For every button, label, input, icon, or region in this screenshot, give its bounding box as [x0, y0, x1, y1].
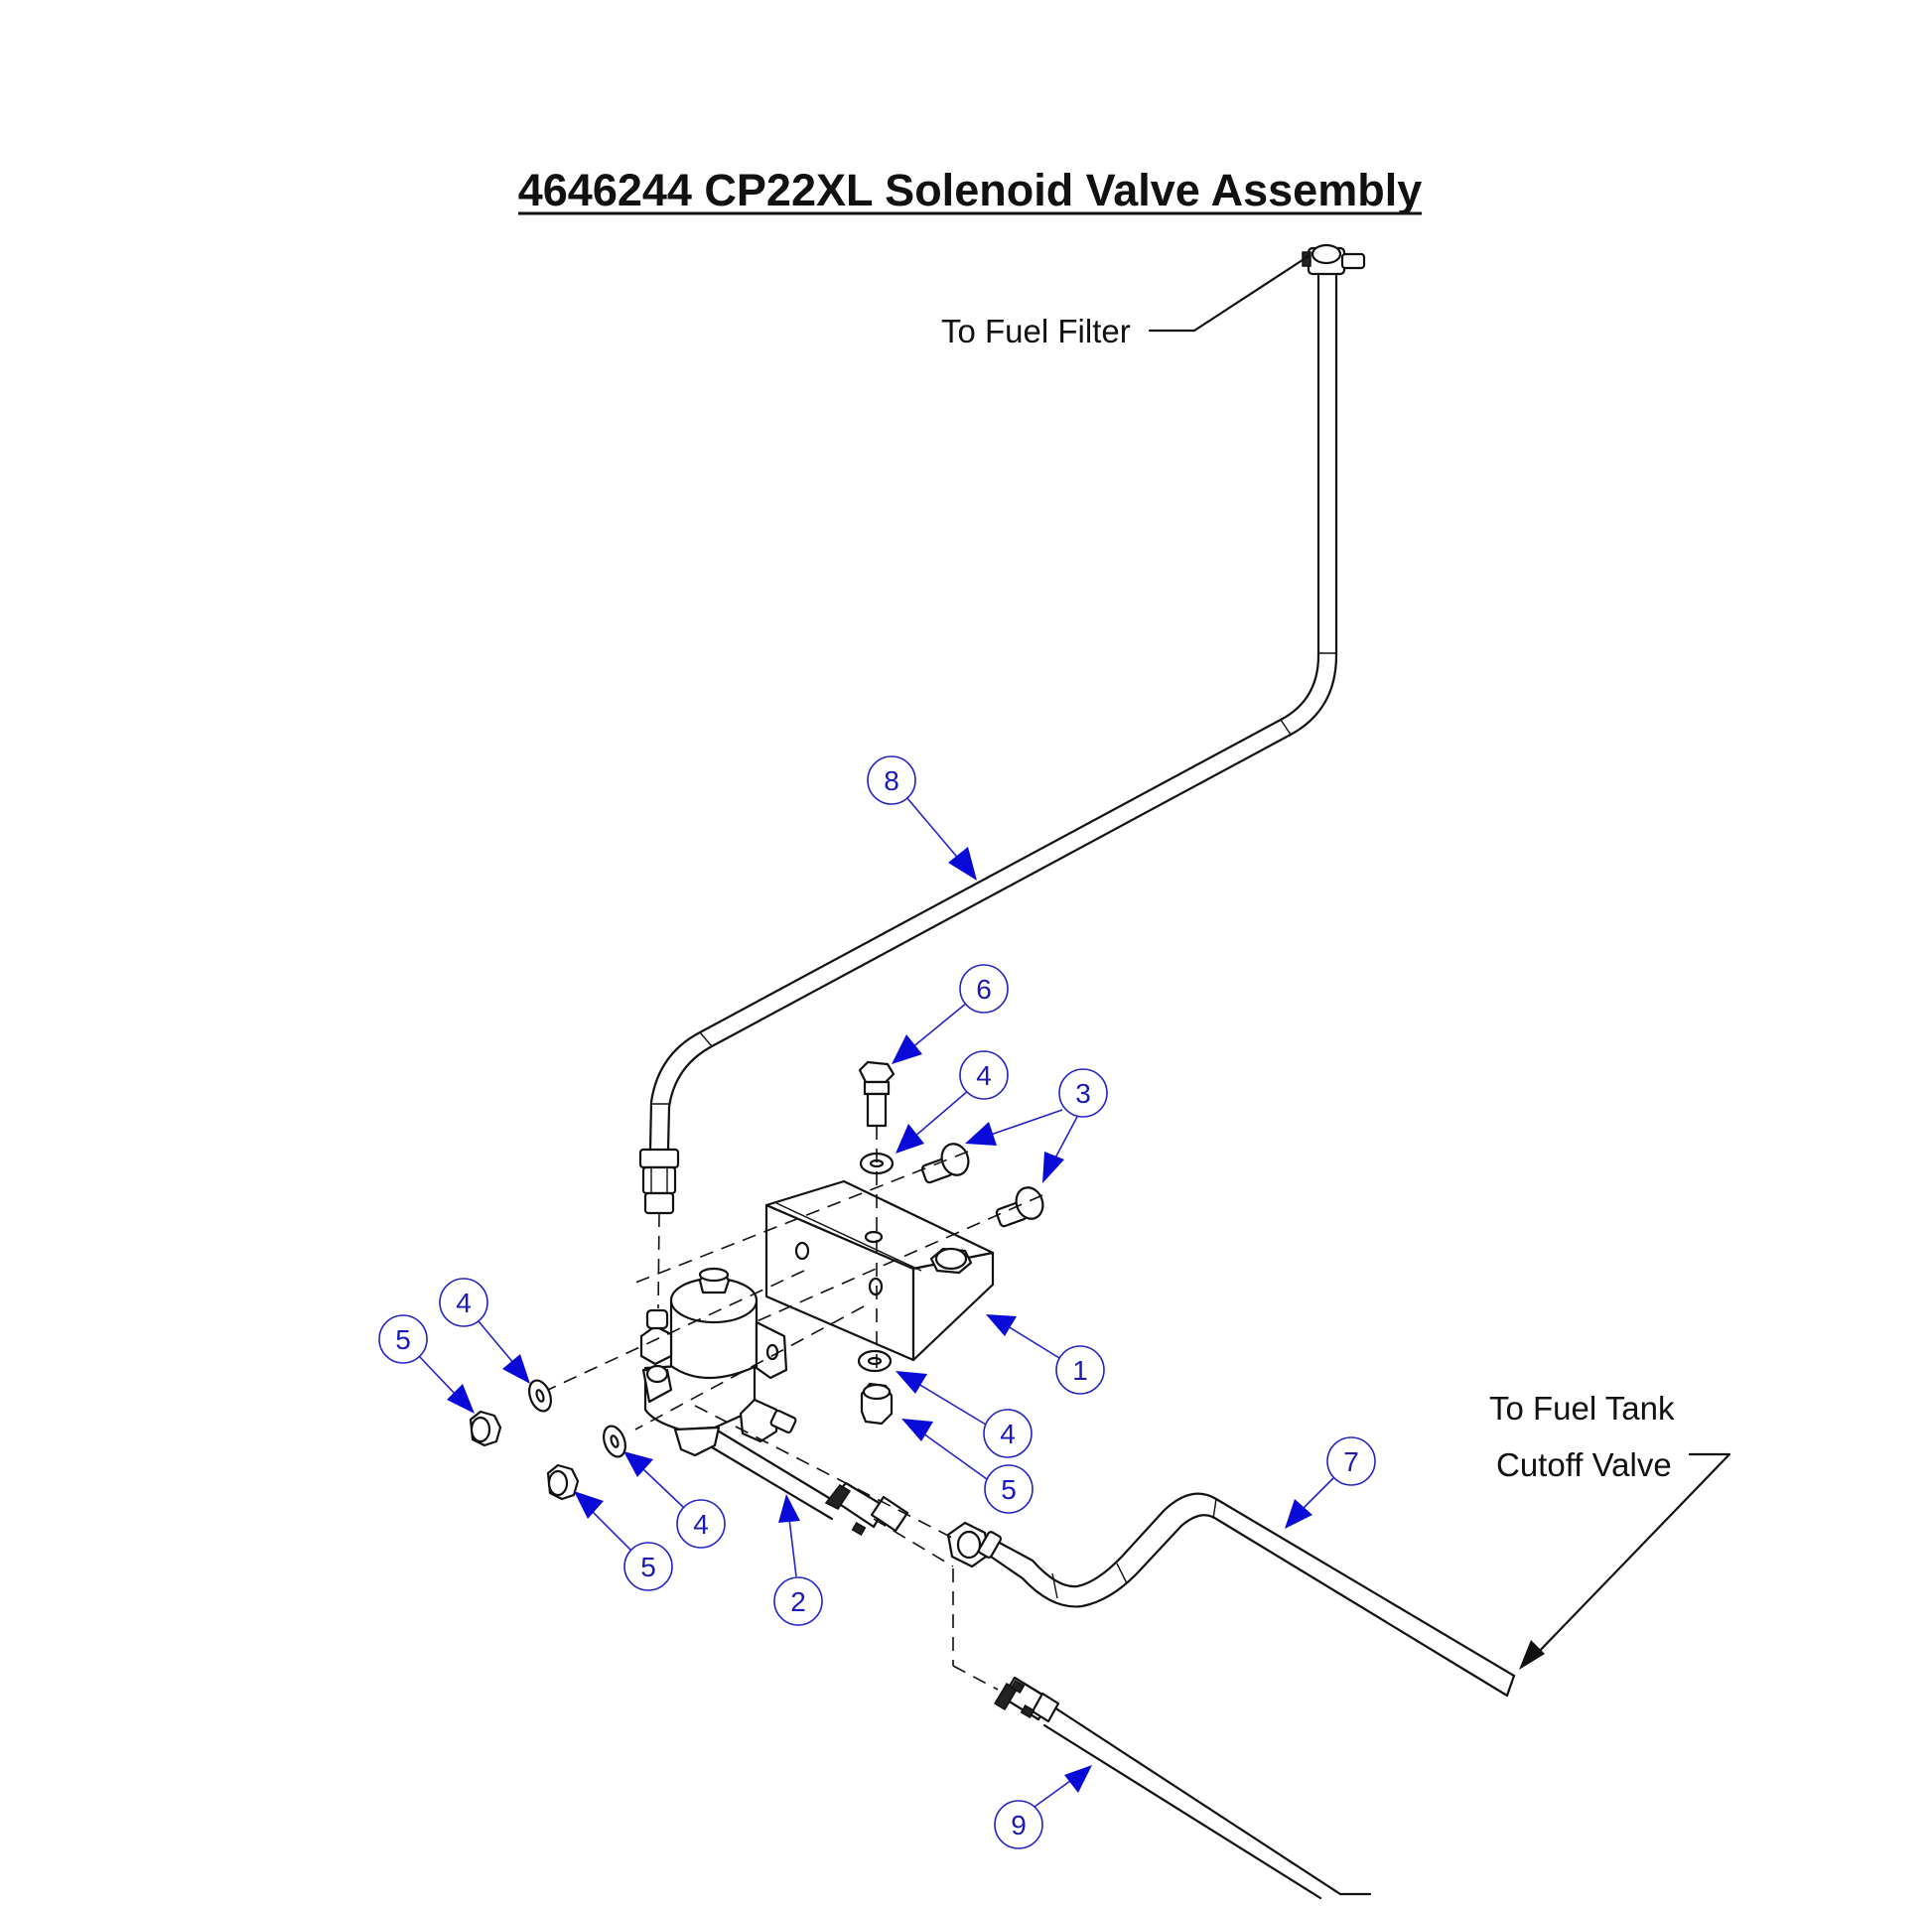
callout-8: 8 [867, 755, 977, 881]
callout-number: 4 [976, 1060, 992, 1091]
diagram-title: 4646244 CP22XL Solenoid Valve Assembly [518, 165, 1423, 215]
callout-number: 3 [1075, 1078, 1091, 1109]
washers [528, 1152, 895, 1458]
note-to-fuel-tank-line2: Cutoff Valve [1496, 1446, 1672, 1483]
mounting-bracket [764, 1179, 995, 1362]
assembly-lines [547, 1126, 1043, 1691]
callout-5-left-upper: 5 [378, 1314, 475, 1414]
callout-1: 1 [986, 1314, 1105, 1395]
callout-number: 7 [1343, 1446, 1359, 1477]
solenoid-valve [639, 1267, 909, 1536]
callout-number: 5 [395, 1324, 411, 1355]
nuts [469, 1382, 894, 1501]
callout-3: 3 [965, 1068, 1108, 1183]
note-to-fuel-tank-line1: To Fuel Tank [1489, 1390, 1675, 1427]
callout-number: 2 [790, 1586, 806, 1617]
callout-4-left-upper: 4 [439, 1278, 530, 1384]
callout-9: 9 [994, 1765, 1092, 1849]
callout-2: 2 [773, 1494, 823, 1626]
note-to-fuel-filter: To Fuel Filter [941, 313, 1131, 349]
callout-number: 5 [1001, 1474, 1017, 1505]
screws [920, 1143, 1044, 1228]
callout-5-right: 5 [901, 1419, 1034, 1514]
fuel-tank-leader-arrow [1519, 1640, 1545, 1670]
fuel-tank-leader [1531, 1452, 1731, 1660]
callout-number: 4 [693, 1509, 709, 1540]
callout-number: 9 [1011, 1810, 1027, 1840]
wire-harness [993, 1676, 1372, 1900]
callout-number: 8 [884, 765, 899, 796]
callout-number: 6 [976, 974, 992, 1005]
bolt [858, 1060, 896, 1128]
callout-5-left-lower: 5 [574, 1491, 673, 1591]
callout-number: 4 [1000, 1419, 1016, 1449]
fuel-line-to-filter [638, 243, 1366, 1215]
callout-number: 1 [1072, 1355, 1088, 1386]
fuel-filter-leader [1148, 254, 1311, 333]
callout-4-left-lower: 4 [623, 1451, 726, 1549]
callout-4-top: 4 [896, 1050, 1009, 1154]
callout-4-right: 4 [896, 1371, 1033, 1458]
fuel-line-to-tank [946, 1492, 1516, 1698]
callout-6: 6 [892, 964, 1009, 1064]
callout-7: 7 [1285, 1436, 1376, 1529]
callout-number: 5 [640, 1552, 656, 1582]
callout-number: 4 [456, 1288, 472, 1318]
